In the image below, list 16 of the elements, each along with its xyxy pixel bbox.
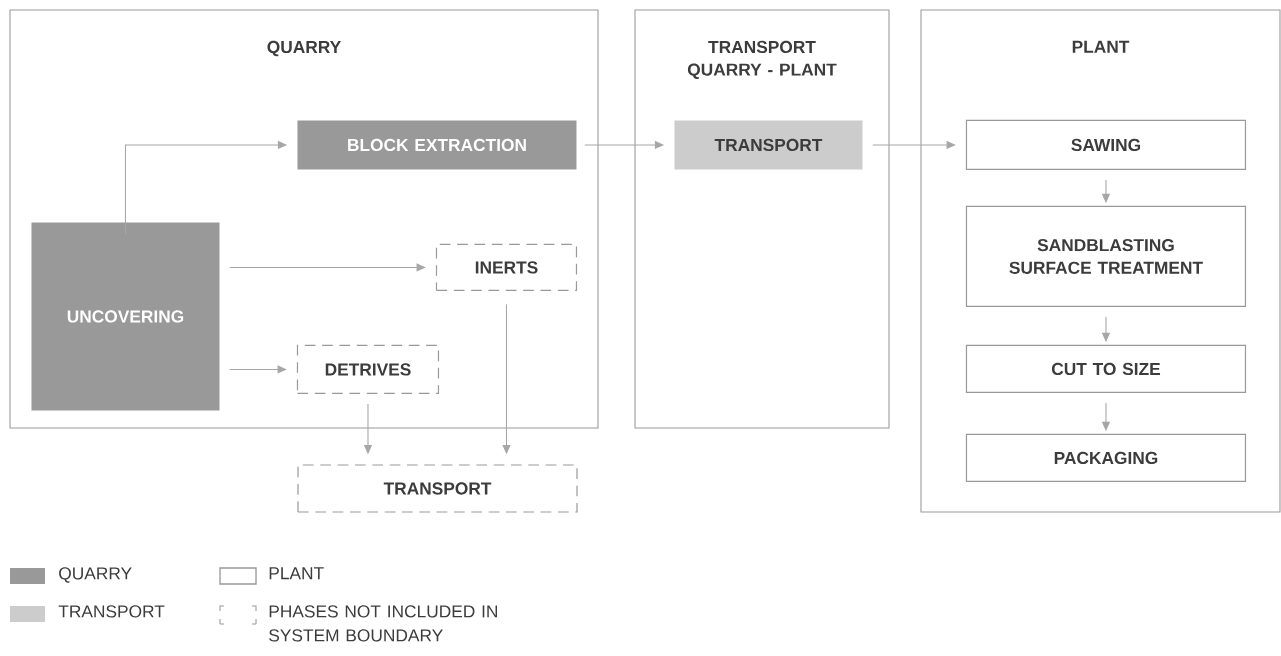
legend-label: PHASES NOT INCLUDED IN SYSTEM BOUNDARY <box>269 605 497 642</box>
arrow <box>229 365 287 374</box>
process-box: BLOCK EXTRACTION <box>297 120 577 170</box>
excluded-process-box: TRANSPORT <box>297 464 578 513</box>
process-box: CUT TO SIZE <box>965 344 1247 394</box>
arrow <box>229 263 426 272</box>
legend-label: TRANSPORT <box>58 605 165 618</box>
excluded-process-box: DETRIVES <box>296 344 440 395</box>
legend-label: PLANT <box>269 567 324 580</box>
process-box: PACKAGING <box>965 433 1247 483</box>
legend-label: QUARRY <box>59 567 132 583</box>
process-box: SAWING <box>965 119 1247 171</box>
process-box: TRANSPORT <box>674 120 863 170</box>
process-box: UNCOVERING <box>31 222 220 411</box>
excluded-process-box: INERTS <box>435 243 578 292</box>
process-box: SANDBLASTING SURFACE TREATMENT <box>965 205 1247 308</box>
